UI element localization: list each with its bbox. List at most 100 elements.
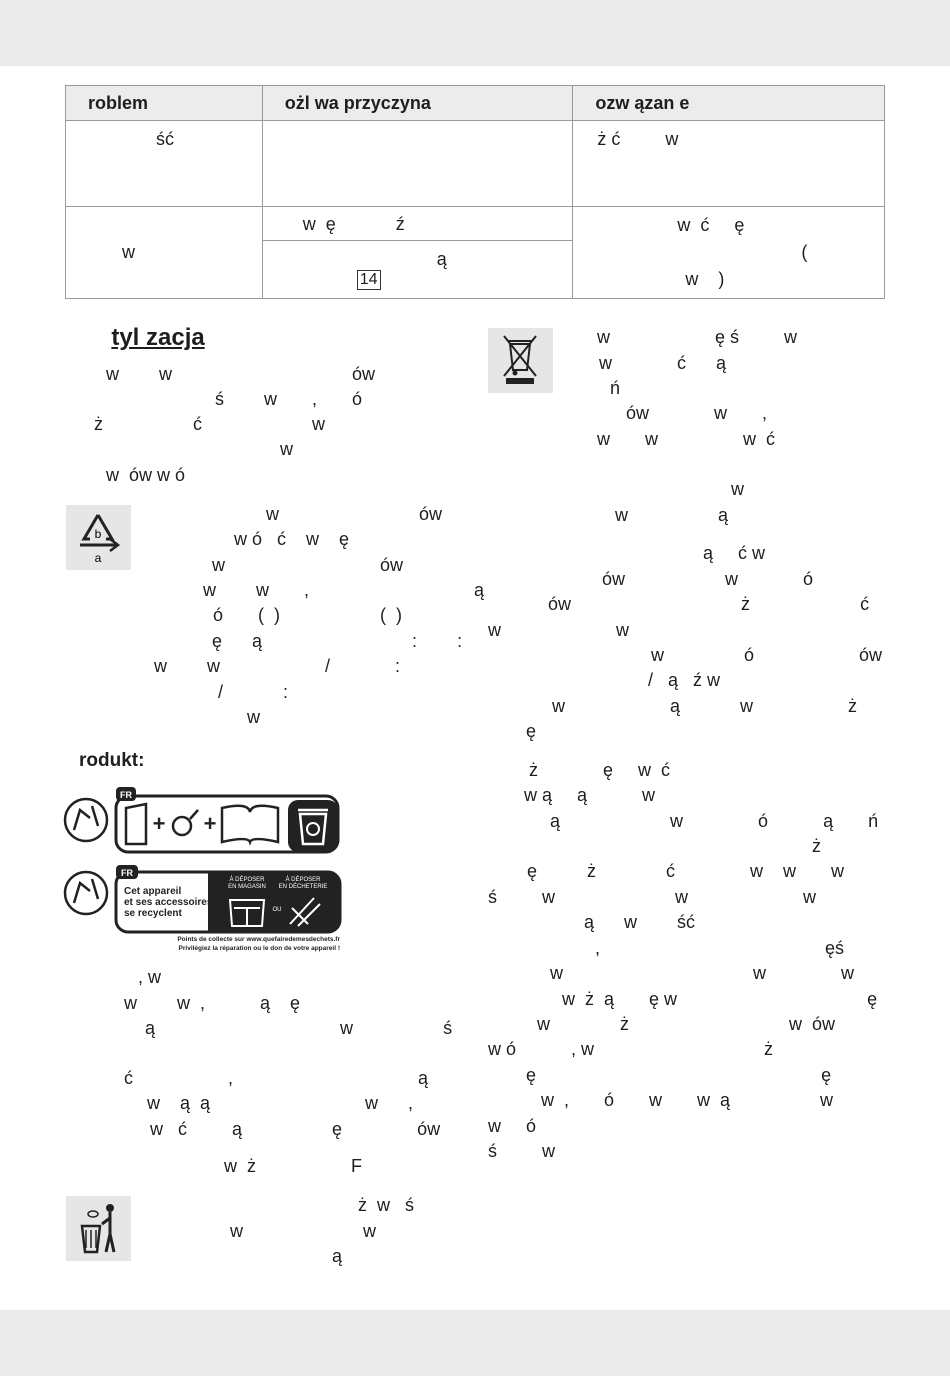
triman-logo-product-icon: FR + +: [63, 787, 340, 854]
text-line: w ż ą ę w ę: [562, 989, 878, 1009]
table-cell-solution: ż ć w: [572, 120, 885, 207]
cell-text: ż ć w: [597, 129, 679, 149]
text-line: ą ć w: [703, 543, 766, 563]
table-header-row: roblem ożl wa przyczyna ozw ązan e: [65, 85, 885, 121]
table-row: ą 14: [66, 240, 885, 299]
text-line: w , ó w w ą w: [541, 1090, 834, 1110]
recycling-triangle-icon: b a: [66, 505, 131, 570]
crossed-out-wheelie-bin-icon: [488, 328, 553, 393]
table-cell-cause: w ę ź: [261, 206, 574, 241]
column-header-cause: ożl wa przyczyna: [261, 85, 574, 121]
triman-col-label: À DÉPOSER: [229, 876, 265, 883]
text-line: ż ę w ć: [529, 760, 671, 780]
text-line: ę ą : :: [212, 631, 463, 651]
triman-text-line: et ses accessoires: [124, 897, 213, 908]
text-line: ń: [610, 378, 621, 398]
text-line: , ęś: [595, 938, 845, 958]
text-line: w w w ć: [597, 429, 776, 449]
triman-country-code: FR: [120, 790, 132, 800]
text-line: w ów: [266, 504, 443, 524]
text-line: w w / :: [154, 656, 401, 676]
text-line: w ó ów: [651, 645, 883, 665]
table-cell-cause: ą 14: [261, 240, 574, 299]
text-line: ś w: [488, 1141, 556, 1161]
text-line: w ó: [488, 1116, 537, 1136]
text-line: w w: [488, 620, 630, 640]
text-line: ó ( ) ( ): [213, 605, 403, 625]
text-line: w ż F: [224, 1156, 363, 1176]
text-line: w ę ś w: [597, 327, 798, 347]
text-line: ę: [526, 721, 537, 741]
text-line: w ą: [615, 505, 729, 525]
text-line: ś w , ó: [215, 389, 363, 409]
cell-text: w: [122, 242, 135, 262]
litter-bin-icon: [66, 1196, 131, 1261]
table-cell-solution: w ć ę ( w ): [572, 206, 885, 299]
text-line: , w: [138, 967, 162, 987]
text-line: ż w ś: [358, 1195, 415, 1215]
section-heading: tyl zacja: [111, 324, 205, 351]
shop-icon: [228, 899, 266, 927]
text-line: w w ów: [106, 364, 376, 384]
svg-text:+: +: [153, 811, 166, 836]
svg-text:+: +: [204, 811, 217, 836]
troubleshooting-table: roblem ożl wa przyczyna ozw ązan e ść ż …: [65, 85, 885, 299]
triman-footer: Points de collecte sur www.quefairedemes…: [177, 936, 340, 943]
product-label: rodukt:: [79, 750, 145, 771]
text-line: w w: [230, 1221, 377, 1241]
header-band: [0, 0, 950, 66]
column-header-solution: ozw ązan e: [572, 85, 885, 121]
triman-text-line: se recyclent: [124, 908, 182, 919]
table-row: w w ę ź w ć ę ( w ): [65, 206, 885, 299]
text-line: w: [731, 479, 744, 499]
table-row: ść ż ć w: [65, 120, 885, 207]
text-line: w ć ą ę ów: [150, 1119, 441, 1139]
recycle-code-letter: b: [95, 527, 102, 541]
text-line: ą w ść: [584, 912, 696, 932]
text-line: ę ę: [526, 1065, 832, 1085]
text-line: w: [247, 707, 260, 727]
triman-text-line: Cet appareil: [124, 886, 181, 897]
triman-logo-icon: FR Cet appareil et ses accessoires se re…: [63, 865, 342, 952]
table-cell-cause: [261, 120, 574, 207]
text-line: ą: [332, 1246, 343, 1266]
cell-text: w ć ę: [677, 215, 745, 235]
text-line: w ów w ó: [106, 465, 186, 485]
text-line: ę ż ć w w w: [527, 861, 845, 881]
text-line: w ó ć w ę: [234, 529, 350, 549]
column-header-problem: roblem: [65, 85, 263, 121]
text-line: w: [280, 439, 293, 459]
text-line: w ów: [212, 555, 404, 575]
figure-reference-box: 14: [356, 270, 381, 290]
cell-text: (: [801, 242, 808, 262]
text-line: w ż w ów: [537, 1014, 836, 1034]
recycle-code-letter: a: [95, 551, 102, 565]
text-line: ć , ą: [124, 1068, 429, 1088]
text-line: / :: [218, 682, 289, 702]
text-line: ż: [812, 836, 821, 856]
triman-logo-product: FR + +: [62, 786, 340, 854]
text-line: / ą ź w: [648, 670, 721, 690]
triman-col-label: EN DÉCHETERIE: [279, 883, 328, 890]
triman-col-label: À DÉPOSER: [285, 876, 321, 883]
text-line: w ć ą: [599, 353, 727, 373]
waste-center-icon: [289, 897, 321, 927]
text-line: w w , ą ę: [124, 993, 301, 1013]
triman-col-label: EN MAGASIN: [228, 884, 266, 890]
cell-text: ść: [156, 129, 174, 149]
text-line: ż ć w: [94, 414, 326, 434]
triman-or-label: OU: [273, 907, 282, 913]
cell-text: ą: [436, 249, 447, 269]
text-line: w w , ą: [203, 580, 485, 600]
text-line: ów ż ć: [548, 594, 870, 614]
text-line: w ą ą w: [524, 785, 656, 805]
table-cell-problem: ść: [65, 120, 263, 207]
table-cell-problem: w: [65, 206, 263, 299]
text-line: w ó , w ż: [488, 1039, 774, 1059]
text-line: ą w ó ą ń: [550, 811, 879, 831]
footer-band: [0, 1310, 950, 1376]
text-line: w w w: [550, 963, 855, 983]
triman-footer: Privilégiez la réparation ou le don de v…: [179, 945, 340, 952]
text-line: ów w ,: [626, 403, 768, 423]
text-line: w ą ą w ,: [147, 1093, 414, 1113]
